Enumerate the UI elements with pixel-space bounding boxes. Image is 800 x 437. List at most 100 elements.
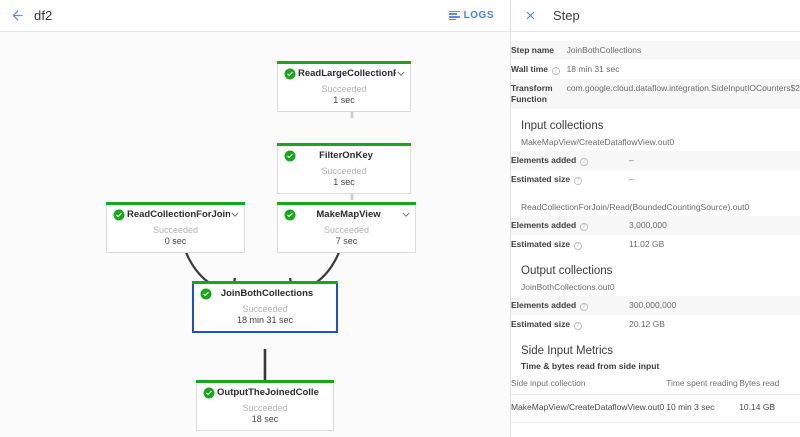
cell-time-spent: 10 min 3 sec <box>666 394 740 423</box>
check-circle-icon <box>284 68 296 79</box>
check-circle-icon <box>284 150 296 161</box>
node-title: OutputTheJoinedCollec... <box>217 387 319 398</box>
output-collections-title: Output collections <box>521 265 613 277</box>
column-header-collection: Side input collection <box>511 375 667 395</box>
node-status-bar <box>277 61 411 64</box>
row-value: – <box>629 155 634 165</box>
graph-node-make-map-view[interactable]: MakeMapView Succeeded 7 sec <box>277 202 416 253</box>
node-header: MakeMapView <box>278 205 415 224</box>
node-title: ReadCollectionForJoin <box>127 209 230 220</box>
input-collection-0-table: Elements added? – Estimated size? – <box>511 151 800 189</box>
chevron-down-icon[interactable] <box>401 212 411 217</box>
help-icon[interactable]: ? <box>552 67 560 75</box>
panel-title: Step <box>553 8 580 23</box>
row-value: 300,000,000 <box>629 300 677 310</box>
help-icon[interactable]: ? <box>574 242 582 250</box>
panel-body: Step name JoinBothCollections Wall time?… <box>511 32 800 423</box>
help-icon[interactable]: ? <box>580 223 588 231</box>
side-input-metrics-subtitle: Time & bytes read from side input <box>521 361 660 371</box>
logs-button-label: LOGS <box>463 10 494 21</box>
help-icon[interactable]: ? <box>580 303 588 311</box>
graph-node-join-both-collections[interactable]: JoinBothCollections Succeeded 18 min 31 … <box>192 281 338 333</box>
node-header: ReadCollectionForJoin <box>107 205 244 224</box>
table-row: MakeMapView/CreateDataflowView.out0 10 m… <box>511 394 800 423</box>
collection-name: MakeMapView/CreateDataflowView.out0 <box>521 137 675 147</box>
row-value: JoinBothCollections <box>566 45 642 55</box>
node-title: FilterOnKey <box>319 150 373 161</box>
node-title: MakeMapView <box>316 209 381 220</box>
check-circle-icon <box>203 387 215 398</box>
graph-node-read-collection-for-join[interactable]: ReadCollectionForJoin Succeeded 0 sec <box>106 202 245 253</box>
node-status: Succeeded <box>321 84 367 94</box>
graph-node-read-large-collection[interactable]: ReadLargeCollectionFr... Succeeded 1 sec <box>277 61 411 112</box>
row-label: Step name <box>511 45 554 55</box>
row-label: Estimated size? <box>511 235 629 254</box>
cell-collection: MakeMapView/CreateDataflowView.out0 <box>511 394 667 423</box>
collection-name: ReadCollectionForJoin/Read(BoundedCounti… <box>521 202 750 212</box>
logs-button[interactable]: LOGS <box>448 10 494 21</box>
row-label: Elements added? <box>511 151 629 170</box>
table-row: Elements added? 300,000,000 <box>511 296 800 315</box>
node-header: OutputTheJoinedCollec... <box>197 383 333 402</box>
node-time: 1 sec <box>333 95 355 105</box>
input-collections-title: Input collections <box>521 120 604 132</box>
table-row: Estimated size? 11.02 GB <box>511 235 800 254</box>
step-details-panel: Step Step name JoinBothCollections Wall … <box>510 0 800 437</box>
node-time: 0 sec <box>164 236 187 246</box>
help-icon[interactable]: ? <box>580 158 588 166</box>
panel-header: Step <box>511 0 800 32</box>
row-value: 20.12 GB <box>629 319 665 329</box>
row-label: Transform Function <box>511 83 553 104</box>
input-collection-1-table: Elements added? 3,000,000 Estimated size… <box>511 216 800 254</box>
node-title: JoinBothCollections <box>220 288 314 299</box>
row-value: – <box>629 174 634 184</box>
row-label: Wall time? <box>511 60 567 79</box>
close-x-icon[interactable] <box>521 7 539 25</box>
pipeline-graph: ReadLargeCollectionFr... Succeeded 1 sec… <box>0 32 510 437</box>
table-row: Wall time? 18 min 31 sec <box>511 60 800 79</box>
cell-bytes-read: 10.14 GB <box>739 394 800 423</box>
row-value: 18 min 31 sec <box>566 64 620 74</box>
node-header: FilterOnKey <box>278 146 410 165</box>
side-input-metrics-title: Side Input Metrics <box>521 345 614 357</box>
table-header-row: Side input collection Time spent reading… <box>511 375 800 395</box>
logs-list-icon <box>448 10 460 21</box>
node-title: ReadLargeCollectionFr... <box>298 68 396 79</box>
chevron-down-icon[interactable] <box>396 71 406 76</box>
back-arrow-icon[interactable] <box>0 0 34 32</box>
node-time: 7 sec <box>335 236 358 246</box>
side-input-metrics-table: Side input collection Time spent reading… <box>511 375 800 423</box>
help-icon[interactable]: ? <box>574 177 582 185</box>
node-time: 18 min 31 sec <box>236 315 294 325</box>
job-graph-pane: df2 LOGS <box>0 0 510 437</box>
column-header-time-spent: Time spent reading <box>666 375 740 395</box>
check-circle-icon <box>113 209 125 220</box>
row-label: Estimated size? <box>511 315 629 334</box>
table-row: Step name JoinBothCollections <box>511 41 800 60</box>
step-summary-table: Step name JoinBothCollections Wall time?… <box>511 41 800 109</box>
job-topbar: df2 LOGS <box>0 0 510 32</box>
row-value: com.google.cloud.dataflow.integration.Si… <box>566 83 800 93</box>
node-status: Succeeded <box>321 166 367 176</box>
node-time: 1 sec <box>333 177 355 187</box>
graph-node-filter-on-key[interactable]: FilterOnKey Succeeded 1 sec <box>277 143 411 194</box>
check-circle-icon <box>284 209 296 220</box>
node-status-bar <box>106 202 245 205</box>
graph-edges <box>174 98 354 380</box>
node-status: Succeeded <box>152 225 199 235</box>
row-value: 3,000,000 <box>629 220 667 230</box>
graph-node-output-the-joined-collection[interactable]: OutputTheJoinedCollec... Succeeded 18 se… <box>196 380 334 431</box>
node-status-bar <box>196 380 334 383</box>
node-time: 18 sec <box>251 414 279 424</box>
table-row: Estimated size? – <box>511 170 800 189</box>
column-header-bytes-read: Bytes read <box>739 375 800 395</box>
chevron-down-icon[interactable] <box>230 212 240 217</box>
table-row: Transform Function com.google.cloud.data… <box>511 79 800 109</box>
node-status: Succeeded <box>323 225 370 235</box>
help-icon[interactable]: ? <box>574 322 582 330</box>
job-name: df2 <box>34 8 53 23</box>
node-header: JoinBothCollections <box>194 284 336 303</box>
table-row: Estimated size? 20.12 GB <box>511 315 800 334</box>
row-label: Estimated size? <box>511 170 629 189</box>
